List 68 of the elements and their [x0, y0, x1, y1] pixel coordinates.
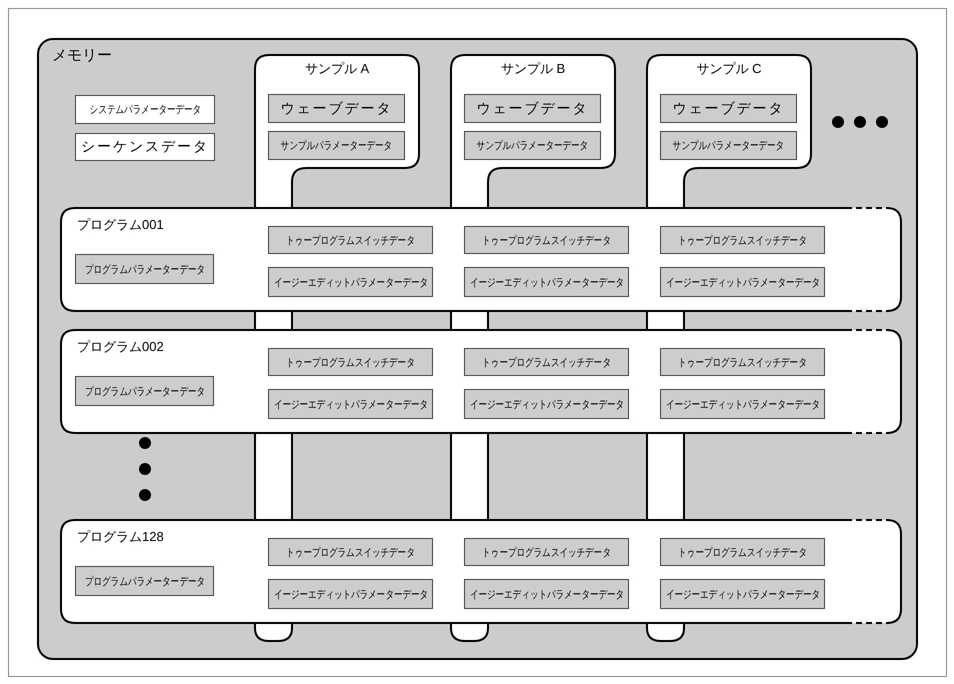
- data-label: サンプルパラメーターデータ: [280, 138, 392, 153]
- data-label: イージーエディットパラメーターデータ: [665, 398, 820, 412]
- data-label: プログラムパラメーターデータ: [84, 574, 205, 588]
- program-title: プログラム002: [77, 338, 164, 356]
- data-box: [660, 579, 825, 609]
- data-label: シーケンスデータ: [81, 138, 209, 156]
- data-label: イージーエディットパラメーターデータ: [469, 398, 624, 412]
- data-box: [268, 579, 433, 609]
- data-box: [464, 538, 629, 566]
- data-box: [75, 95, 215, 124]
- data-box: [660, 267, 825, 297]
- data-box: [464, 226, 629, 254]
- data-box: [75, 376, 214, 406]
- data-box: [660, 348, 825, 376]
- program-title: プログラム128: [77, 528, 164, 546]
- data-label: イージーエディットパラメーターデータ: [469, 276, 624, 290]
- data-label: サンプルパラメーターデータ: [476, 138, 588, 153]
- data-box: [464, 267, 629, 297]
- data-label: ウェーブデータ: [280, 100, 392, 118]
- data-label: イージーエディットパラメーターデータ: [273, 588, 428, 602]
- program-panel: [60, 207, 902, 312]
- data-box: [268, 131, 405, 160]
- data-label: システムパラメーターデータ: [89, 103, 201, 117]
- sample-title: サンプル B: [500, 60, 566, 78]
- data-label: イージーエディットパラメーターデータ: [273, 398, 428, 412]
- data-box: [464, 389, 629, 419]
- data-label: イージーエディットパラメーターデータ: [665, 588, 820, 602]
- data-label: イージーエディットパラメーターデータ: [469, 588, 624, 602]
- data-box: [464, 579, 629, 609]
- data-label: トゥープログラムスイッチデータ: [482, 234, 611, 248]
- data-box: [660, 94, 797, 123]
- data-label: トゥープログラムスイッチデータ: [482, 356, 611, 370]
- data-box: [268, 538, 433, 566]
- data-box: [660, 538, 825, 566]
- data-label: トゥープログラムスイッチデータ: [482, 546, 611, 560]
- program-panel: [60, 329, 902, 434]
- data-label: プログラムパラメーターデータ: [84, 384, 205, 398]
- data-label: トゥープログラムスイッチデータ: [678, 546, 807, 560]
- data-box: [464, 131, 601, 160]
- data-box: [268, 348, 433, 376]
- data-label: プログラムパラメーターデータ: [84, 262, 205, 276]
- data-label: トゥープログラムスイッチデータ: [678, 356, 807, 370]
- data-label: ウェーブデータ: [476, 100, 588, 118]
- data-box: [464, 348, 629, 376]
- data-box: [268, 267, 433, 297]
- program-panel: [60, 519, 902, 624]
- panel-title: メモリー: [52, 46, 112, 65]
- data-box: [268, 389, 433, 419]
- data-box: [268, 94, 405, 123]
- data-box: [75, 254, 214, 284]
- data-label: イージーエディットパラメーターデータ: [273, 276, 428, 290]
- data-box: [75, 566, 214, 596]
- sample-title: サンプル C: [696, 60, 762, 78]
- data-box: [660, 226, 825, 254]
- data-box: [660, 389, 825, 419]
- data-label: トゥープログラムスイッチデータ: [286, 356, 415, 370]
- data-label: トゥープログラムスイッチデータ: [286, 546, 415, 560]
- data-label: イージーエディットパラメーターデータ: [665, 276, 820, 290]
- sample-title: サンプル A: [304, 60, 370, 78]
- data-box: [268, 226, 433, 254]
- program-title: プログラム001: [77, 216, 164, 234]
- data-label: サンプルパラメーターデータ: [672, 138, 784, 153]
- data-label: ウェーブデータ: [672, 100, 784, 118]
- data-label: トゥープログラムスイッチデータ: [678, 234, 807, 248]
- data-box: [660, 131, 797, 160]
- data-label: トゥープログラムスイッチデータ: [286, 234, 415, 248]
- data-box: [75, 133, 215, 161]
- data-box: [464, 94, 601, 123]
